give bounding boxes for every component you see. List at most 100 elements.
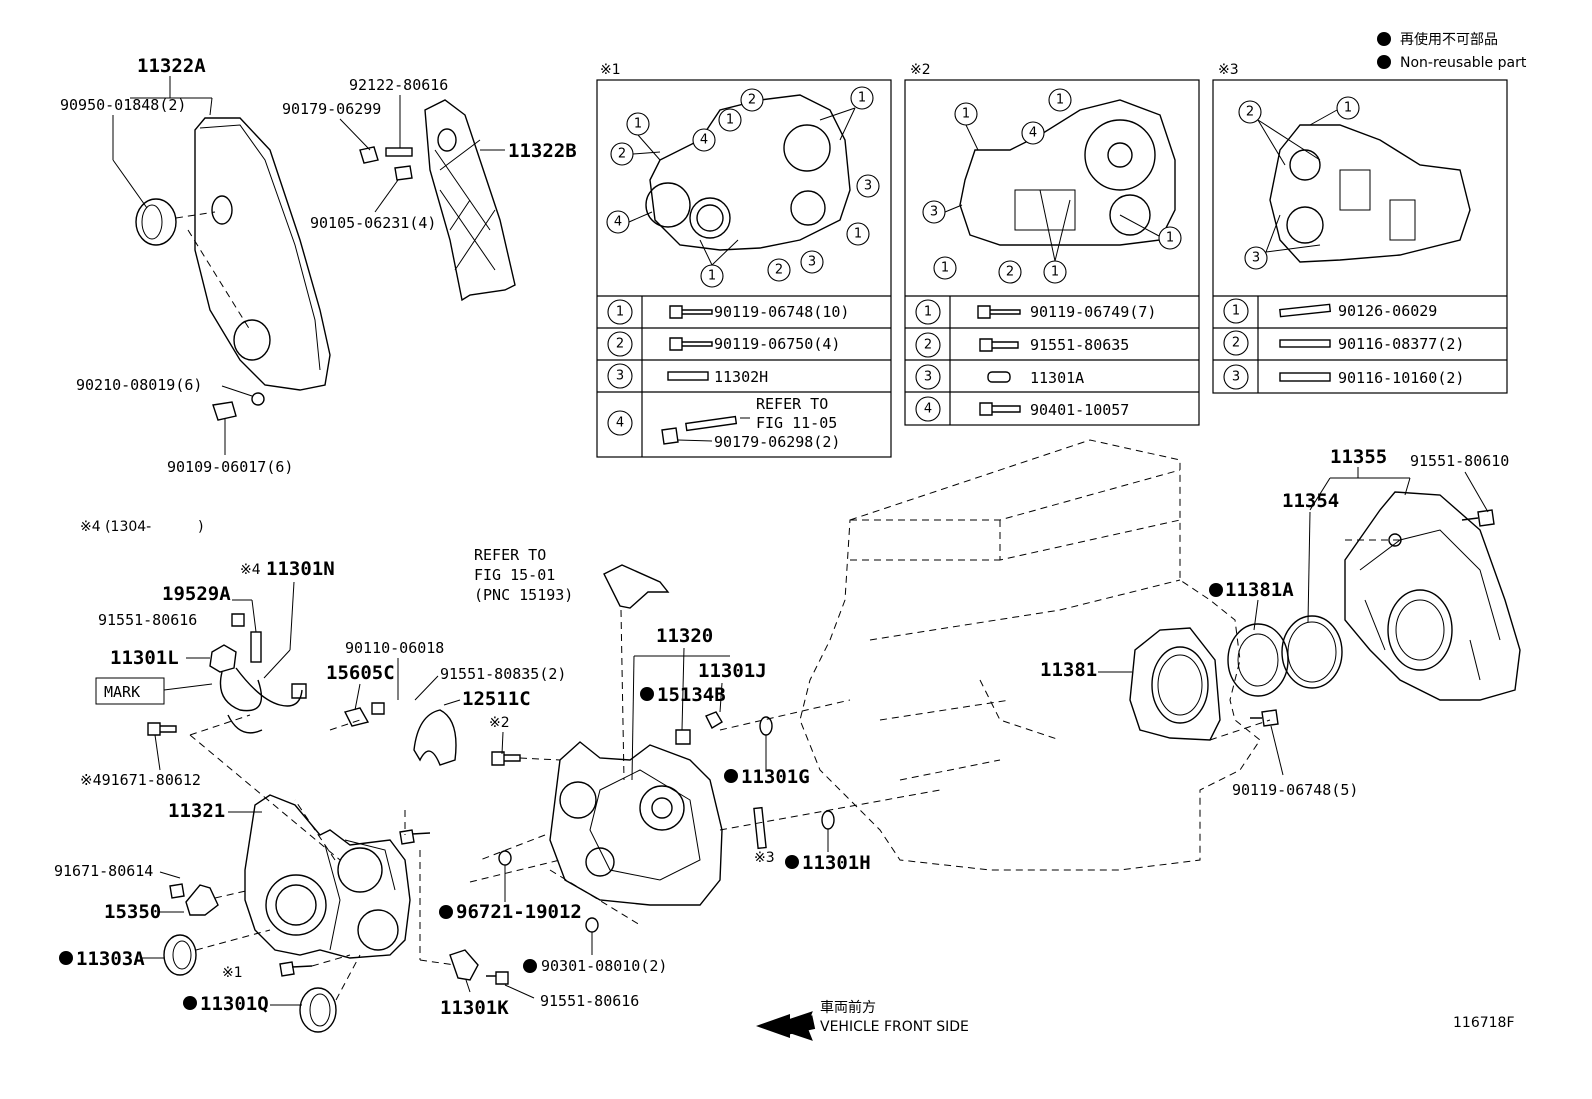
o-rings: 11301G ※3 11301H 96721-19012 90301-08010… [439,699,941,975]
refer-15-01: REFER TO FIG 15-01 (PNC 15193) [474,546,670,781]
svg-text:2: 2 [748,93,756,108]
svg-text:2: 2 [924,338,932,353]
front-note-jp: 車両前方 [820,999,876,1016]
svg-text:1: 1 [616,305,624,320]
label-15605C: 15605C [326,662,395,684]
figure-number: 116718F [1453,1015,1515,1031]
svg-text:1: 1 [1344,101,1352,116]
mark-x1: ※1 [222,965,243,981]
front-arrow-head-icon [756,1014,790,1038]
inset-1-ref2: FIG 11-05 [756,414,837,432]
inset-3: ※3 2 1 3 1 90126-06029 2 90116-08377(2) … [1212,62,1508,394]
svg-text:4: 4 [616,416,624,431]
front-note-en: VEHICLE FRONT SIDE [820,1019,969,1035]
label-11355: 11355 [1330,446,1387,468]
label-11381A: 11381A [1225,579,1294,601]
svg-text:4: 4 [700,133,708,148]
plate-11322B: 92122-80616 90179-06299 90105-06231(4) 1… [282,76,577,302]
label-91671-80612: ※491671-80612 [80,771,201,789]
label-91551-80610: 91551-80610 [1410,452,1509,470]
mark-label: MARK [104,683,140,701]
front-cover-11321: 11321 91671-80614 15350 11303A ※1 11301Q [54,794,639,1033]
inset-1-row-2-part: 90119-06750(4) [714,335,840,353]
inset-1-row-4-part: 90179-06298(2) [714,433,840,451]
inset-3-row-1-part: 90126-06029 [1338,302,1437,320]
svg-text:3: 3 [924,370,932,385]
svg-text:1: 1 [941,261,949,276]
mark-box [95,677,165,705]
svg-text:1: 1 [1051,265,1059,280]
label-11303A: 11303A [76,948,145,970]
inset-2: ※2 1 4 1 3 1 2 1 1 1 90119-06749(7) 2 [904,62,1200,426]
sensor-group: ※4 11301N 19529A 91551-80616 11301L MARK… [80,558,341,861]
label-90119-06748-5: 90119-06748(5) [1232,781,1358,799]
inset-3-callouts: 2 1 3 [1238,96,1360,270]
inset-2-callouts: 1 4 1 3 1 2 1 1 [922,88,1182,284]
label-11301K: 11301K [440,997,509,1019]
label-91551-80835: 91551-80835(2) [440,665,566,683]
timing-cover-11322A: 11322A 90950-01848(2) 90210-08019(6) 901… [60,55,331,476]
mark-4-11301N: ※4 [240,562,261,578]
inset-1-callouts: 1 2 4 4 1 2 1 3 1 3 2 1 [606,86,880,288]
svg-text:2: 2 [1006,265,1014,280]
label-96721-19012: 96721-19012 [456,901,582,923]
svg-text:4: 4 [614,215,622,230]
label-12511C: 12511C [462,688,531,710]
svg-text:1: 1 [858,91,866,106]
label-11301L: 11301L [110,647,179,669]
svg-text:1: 1 [1232,304,1240,319]
inset-3-row-3-part: 90116-10160(2) [1338,369,1464,387]
label-11301H: 11301H [802,852,871,874]
refer-line-2: FIG 15-01 [474,566,555,584]
label-90950-01848: 90950-01848(2) [60,96,186,114]
label-11322B: 11322B [508,140,577,162]
inset-1-ref1: REFER TO [756,395,828,413]
legend-jp: 再使用不可部品 [1400,31,1498,48]
label-11381: 11381 [1040,659,1097,681]
inset-2-row-4-part: 90401-10057 [1030,401,1129,419]
svg-text:3: 3 [808,255,816,270]
small-parts-middle: 90110-06018 15605C 91551-80835(2) 12511C… [326,639,566,845]
timing-case-11320: 11320 11301J 15134B [469,625,767,926]
svg-text:2: 2 [775,263,783,278]
label-90301-08010: 90301-08010(2) [541,957,667,975]
label-15134B: 15134B [657,684,726,706]
inset-2-id: ※2 [910,62,931,78]
svg-text:): ) [198,519,203,535]
label-90110-06018: 90110-06018 [345,639,444,657]
svg-text:3: 3 [1232,370,1240,385]
inset-2-row-2-part: 91551-80635 [1030,336,1129,354]
svg-text:1: 1 [708,269,716,284]
engine-block [799,439,1261,871]
label-90105-06231: 90105-06231(4) [310,214,436,232]
svg-text:1: 1 [962,107,970,122]
label-90109-06017: 90109-06017(6) [167,458,293,476]
label-90210-08019: 90210-08019(6) [76,376,202,394]
label-19529A: 19529A [162,583,231,605]
svg-text:3: 3 [1252,251,1260,266]
label-91551-80616-b: 91551-80616 [540,992,639,1010]
svg-text:1: 1 [1056,93,1064,108]
svg-text:1: 1 [854,227,862,242]
label-11321: 11321 [168,800,225,822]
label-90179-06299: 90179-06299 [282,100,381,118]
svg-text:4: 4 [1029,126,1037,141]
legend-dot-icon [1377,55,1391,69]
inset-1-id: ※1 [600,62,621,78]
mark-x3: ※3 [754,850,775,866]
label-11301Q: 11301Q [200,993,269,1015]
label-91671-80614: 91671-80614 [54,862,153,880]
label-11301N: 11301N [266,558,335,580]
svg-text:2: 2 [616,337,624,352]
label-91551-80616-a: 91551-80616 [98,611,197,629]
vehicle-front-note: 車両前方 VEHICLE FRONT SIDE [756,999,969,1041]
refer-line-3: (PNC 15193) [474,586,573,604]
svg-text:1: 1 [924,305,932,320]
label-15350: 15350 [104,901,161,923]
label-11320: 11320 [656,625,713,647]
inset-3-id: ※3 [1218,62,1239,78]
label-11301J: 11301J [698,660,767,682]
svg-text:1: 1 [1166,231,1174,246]
